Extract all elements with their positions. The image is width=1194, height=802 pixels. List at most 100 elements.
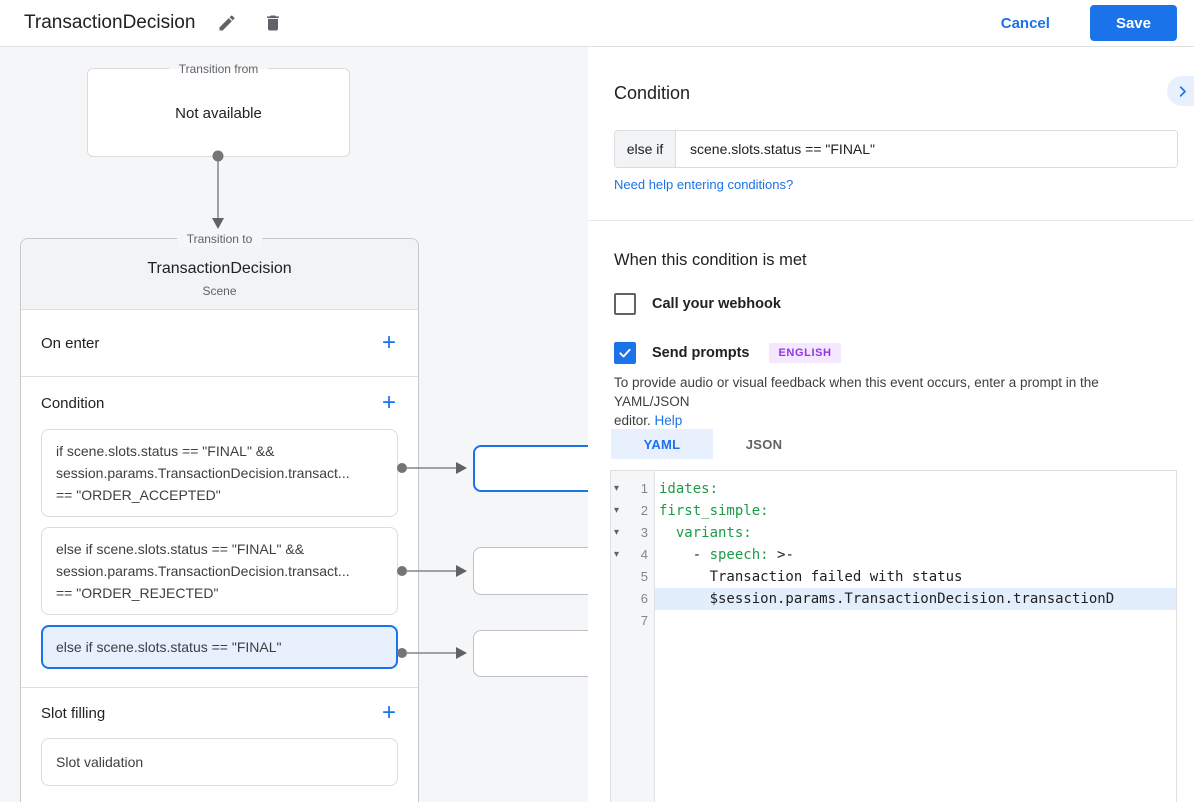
- fold-arrow-icon[interactable]: ▾: [614, 505, 620, 516]
- top-bar: TransactionDecision Cancel Save: [0, 0, 1194, 47]
- conditions-help-link[interactable]: Need help entering conditions?: [614, 177, 794, 192]
- webhook-label: Call your webhook: [652, 296, 781, 312]
- edit-title-button[interactable]: [213, 9, 241, 37]
- condition-card-text: == "ORDER_REJECTED": [56, 585, 219, 601]
- panel-title: Condition: [614, 83, 691, 103]
- line-number: 3: [640, 525, 648, 540]
- flow-target-box[interactable]: [473, 630, 598, 677]
- condition-card[interactable]: else if scene.slots.status == "FINAL" &&…: [41, 527, 398, 615]
- condition-card-text: session.params.TransactionDecision.trans…: [56, 563, 350, 579]
- slot-filling-header: Slot filling +: [21, 688, 418, 738]
- webhook-row: Call your webhook: [614, 293, 781, 315]
- transition-from-box[interactable]: Transition from Not available: [87, 61, 350, 157]
- helper-line2: editor.: [614, 413, 651, 428]
- yaml-editor[interactable]: ▾ 1 idates: ▾ 2 first_simple: ▾ 3 variants: ▾ 4 -…: [610, 470, 1177, 802]
- flow-target-box[interactable]: [473, 547, 598, 595]
- check-icon: [619, 348, 631, 358]
- fold-arrow-icon[interactable]: ▾: [614, 527, 620, 538]
- language-badge: ENGLISH: [769, 343, 841, 363]
- condition-card-text: else if scene.slots.status == "FINAL": [56, 639, 282, 655]
- slot-filling-section: Slot filling + Slot validation: [21, 688, 418, 786]
- slot-card-text: Slot validation: [56, 754, 144, 770]
- editor-line[interactable]: ▾ 4 - speech: >-: [611, 544, 1176, 566]
- fold-arrow-icon[interactable]: ▾: [614, 483, 620, 494]
- collapse-panel-button[interactable]: [1167, 76, 1194, 106]
- code-line: idates:: [659, 481, 719, 497]
- add-slot-button[interactable]: +: [381, 699, 396, 726]
- tab-json[interactable]: JSON: [713, 429, 815, 459]
- fold-spacer: [611, 610, 630, 632]
- line-number: 1: [640, 481, 648, 496]
- condition-expression-input[interactable]: [676, 131, 1177, 167]
- tab-yaml[interactable]: YAML: [611, 429, 713, 459]
- slot-filling-label: Slot filling: [41, 704, 106, 722]
- scene-type-label: Scene: [202, 284, 237, 298]
- add-condition-button[interactable]: +: [381, 389, 396, 416]
- arrowhead-right-icon: [456, 462, 467, 474]
- code-line: - speech: >-: [659, 547, 794, 563]
- scene-name: TransactionDecision: [147, 260, 292, 277]
- delete-scene-button[interactable]: [259, 9, 287, 37]
- condition-section: Condition + if scene.slots.status == "FI…: [21, 377, 418, 688]
- condition-expression-row: else if: [614, 130, 1178, 168]
- helper-line1: To provide audio or visual feedback when…: [614, 375, 1099, 409]
- slot-card[interactable]: Slot validation: [41, 738, 398, 786]
- page-title: TransactionDecision: [24, 12, 196, 33]
- line-number: 5: [640, 569, 648, 584]
- transition-from-value: Not available: [175, 105, 262, 122]
- on-enter-label: On enter: [41, 334, 100, 352]
- arrowhead-down-icon: [212, 218, 224, 229]
- add-on-enter-button[interactable]: +: [381, 329, 396, 356]
- fold-arrow-icon[interactable]: ▾: [614, 549, 620, 560]
- editor-line[interactable]: 7: [611, 610, 1176, 632]
- chevron-right-icon: [1179, 85, 1186, 97]
- pencil-icon: [219, 15, 235, 31]
- fold-spacer: [611, 588, 630, 610]
- editor-gutter: [611, 471, 655, 802]
- arrowhead-right-icon: [456, 647, 467, 659]
- slot-cards: Slot validation: [21, 738, 418, 786]
- panel-divider: [588, 220, 1194, 221]
- editor-lines: ▾ 1 idates: ▾ 2 first_simple: ▾ 3 variants: ▾ 4 -…: [611, 471, 1176, 632]
- editor-line[interactable]: 6 $session.params.TransactionDecision.tr…: [611, 588, 1176, 610]
- condition-cards: if scene.slots.status == "FINAL" && sessi…: [21, 429, 418, 669]
- condition-section-header: Condition +: [21, 377, 418, 429]
- prompt-help-link[interactable]: Help: [654, 413, 683, 428]
- condition-card-text: session.params.TransactionDecision.trans…: [56, 465, 350, 481]
- condition-card[interactable]: else if scene.slots.status == "FINAL": [41, 625, 398, 669]
- scene-header: TransactionDecision Scene: [21, 239, 418, 310]
- on-enter-section: On enter +: [21, 310, 418, 377]
- code-line: first_simple:: [659, 503, 769, 519]
- line-number: 4: [640, 547, 648, 562]
- webhook-checkbox[interactable]: [614, 293, 636, 315]
- code-line: variants:: [675, 525, 752, 541]
- condition-card-text: if scene.slots.status == "FINAL" &&: [56, 443, 275, 459]
- send-prompts-row: Send prompts ENGLISH: [614, 342, 841, 364]
- line-number: 2: [640, 503, 648, 518]
- condition-section-label: Condition: [41, 394, 105, 412]
- condition-detail-panel: Condition else if Need help entering con…: [588, 47, 1194, 802]
- send-prompts-label: Send prompts: [652, 345, 750, 361]
- prompt-helper-text: To provide audio or visual feedback when…: [614, 373, 1174, 430]
- save-button[interactable]: Save: [1089, 5, 1177, 41]
- code-line: [655, 610, 1176, 632]
- cancel-button[interactable]: Cancel: [995, 14, 1056, 33]
- condition-card-text: == "ORDER_ACCEPTED": [56, 487, 221, 503]
- when-met-title: When this condition is met: [614, 251, 807, 269]
- condition-prefix-label: else if: [615, 131, 676, 167]
- condition-card-text: else if scene.slots.status == "FINAL" &&: [56, 541, 305, 557]
- editor-line[interactable]: ▾ 2 first_simple:: [611, 500, 1176, 522]
- arrowhead-right-icon: [456, 565, 467, 577]
- send-prompts-checkbox[interactable]: [614, 342, 636, 364]
- line-number: 7: [640, 613, 648, 628]
- editor-line[interactable]: 5 Transaction failed with status: [611, 566, 1176, 588]
- condition-card[interactable]: if scene.slots.status == "FINAL" && sessi…: [41, 429, 398, 517]
- code-line: Transaction failed with status: [659, 569, 963, 585]
- editor-line[interactable]: ▾ 3 variants:: [611, 522, 1176, 544]
- editor-line[interactable]: ▾ 1 idates:: [611, 478, 1176, 500]
- code-line: $session.params.TransactionDecision.tran…: [655, 588, 1176, 610]
- line-number: 6: [640, 591, 648, 606]
- flow-target-box[interactable]: [473, 445, 598, 492]
